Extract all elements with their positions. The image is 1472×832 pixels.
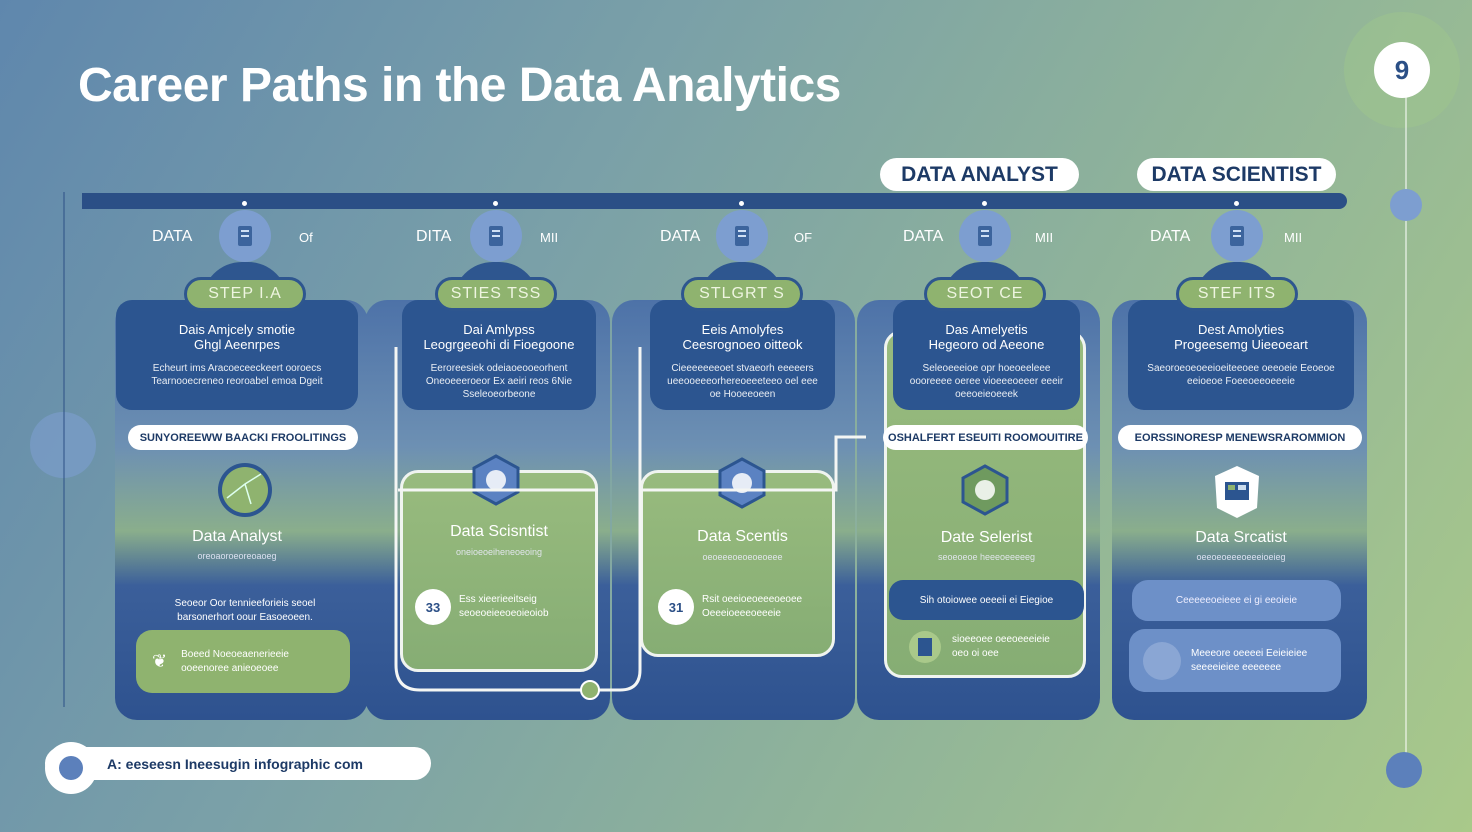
step-subtitle: Hegeoro od Aeeone [928,337,1045,352]
top-right-label: MII [540,230,559,245]
profile-icon [219,210,271,262]
shield-leaf-icon [955,460,1015,520]
role-subtitle: oneioeoeiheneoeoing [455,547,543,557]
top-left-label: DITA [416,228,452,245]
timeline-dot [491,199,500,208]
toolkit-icon [1143,641,1181,680]
step-title: Das Amelyetis [945,322,1028,337]
rail-dot-bottom [1386,752,1422,788]
item-text: sioeeoee oeeoeeeieie oeo oi oee [952,634,1050,659]
top-right-label: MII [1035,230,1054,245]
header-pill-data-scientist[interactable]: DATA SCIENTIST [1137,158,1336,191]
step-title: Dest Amolyties [1198,322,1284,337]
grid-shield-icon [1207,462,1267,522]
top-right-label: Of [299,230,313,245]
timeline-dot [240,199,249,208]
timeline-bar [82,193,1347,209]
level-badge: 33 [415,589,451,625]
role-title: Data Scentis [697,528,788,545]
step-desc: Echeurt ims Aracoeceeckeert ooroecs Tear… [151,363,323,387]
step-pill[interactable]: STEP I.A [184,277,306,311]
page-title: Career Paths in the Data Analytics [78,59,841,112]
section-label-pill[interactable]: SUNYOREEWW BAACKI FROOLITINGS [128,425,358,450]
plant-icon: ❦ [152,651,168,671]
step-title: Dai Amlypss [463,322,535,337]
header-pill-data-analyst[interactable]: DATA ANALYST [880,158,1079,191]
top-right-label: OF [794,230,813,245]
highlight-pill[interactable]: Sih otoiowee oeeeii ei Eiegioe [889,580,1084,620]
role-description: Seoeor Oor tennieeforieis seoel barsoner… [174,598,316,623]
section-label-pill[interactable]: OSHALFERT ESEUITI ROOMOUITIRE [883,425,1088,450]
role-title: Data Scisntist [450,523,548,540]
role-title: Data Srcatist [1195,529,1287,546]
role-subtitle: seoeoeoe heeeoeeeeeg [937,552,1036,562]
step-pill[interactable]: STEF ITS [1176,277,1298,311]
step-pill[interactable]: SEOT CE [924,277,1046,311]
top-left-label: DATA [152,228,193,245]
timeline-dot [1232,199,1241,208]
step-desc: Cieeeeeeeoet stvaeorh eeeeers ueeooeeeor… [667,363,818,400]
step-pill[interactable]: STLGRT S [681,277,803,311]
footer-dot-icon [59,756,83,780]
step-desc: Saeoroeoeoeeioeiteeoee oeeoeie Eeoeoe ee… [1147,363,1335,387]
highlight-pill[interactable]: Ceeeeeoeieee ei gi eeoieie [1132,580,1341,621]
top-left-label: DATA [1150,228,1191,245]
profile-icon [1211,210,1263,262]
rail-dot-top [1390,189,1422,221]
role-subtitle: oreoaoroeoreoaoeg [197,551,277,561]
role-subtitle: oeeoeoeeeoeeeioeieg [1196,552,1286,562]
step-title: Dais Amjcely smotie [178,322,296,337]
role-title: Date Selerist [940,529,1033,546]
footer-link[interactable]: A: eeseesn Ineesugin infographic com [45,747,431,780]
level-text: Ess xieerieeitseig seoeoeieeoeoieoiob [459,594,549,619]
step-subtitle: Leogrgeeohi di Fioegoone [423,337,575,352]
skill-item[interactable]: ❦ Boeed Noeoeaenerieeie ooeenoree anieoeo… [136,630,350,693]
step-desc: Seleoeeeioe opr hoeoeeleee oooreeee oere… [909,363,1064,400]
chart-globe-icon [215,460,275,520]
level-text: Rsit oeeioeoeeeoeoee Oeeeioeeeoeeeie [702,594,803,619]
step-subtitle: Progeesemg Uieeoeart [1174,337,1308,352]
skill-item-text: Boeed Noeoeaenerieeie ooeenoree anieoeoe… [181,648,289,674]
right-rail-line [1405,86,1407,766]
profile-icon [470,210,522,262]
step-title: Eeis Amolyfes [701,322,784,337]
left-rail-line [63,192,65,707]
timeline-dot [980,199,989,208]
profile-icon [959,210,1011,262]
profile-icon [716,210,768,262]
footer-circle [45,742,97,794]
network-hexagon-icon [466,450,526,510]
section-label-pill[interactable]: EORSSINORESP MENEWSRAROMMION [1118,425,1362,450]
step-subtitle: Ceesrognoeo oitteok [682,337,803,352]
resource-item[interactable]: Meeeore oeeeei Eeieieiee seeeeieiee eeee… [1129,629,1341,692]
role-subtitle: oeoeeeoeoeoeoeee [702,552,783,562]
molecule-hexagon-icon [712,453,772,513]
corner-badge-icon: 9 [1374,42,1430,98]
calendar-icon [909,631,941,663]
resource-item-text: Meeeore oeeeei Eeieieiee seeeeieiee eeee… [1191,647,1308,673]
step-desc: Eeroreesiek odeiaoeooeorhent Oneoeeeroeo… [425,363,573,400]
footer-text: A: eeseesn Ineesugin infographic com [107,755,363,772]
top-left-label: DATA [903,228,944,245]
role-title: Data Analyst [192,528,282,545]
step-subtitle: Ghgl Aeenrpes [193,337,280,352]
step-pill[interactable]: STIES TSS [435,277,557,311]
timeline-dot [737,199,746,208]
level-badge: 31 [658,589,694,625]
corner-circle[interactable]: 9 [1344,12,1460,128]
top-right-label: MII [1284,230,1303,245]
top-left-label: DATA [660,228,701,245]
